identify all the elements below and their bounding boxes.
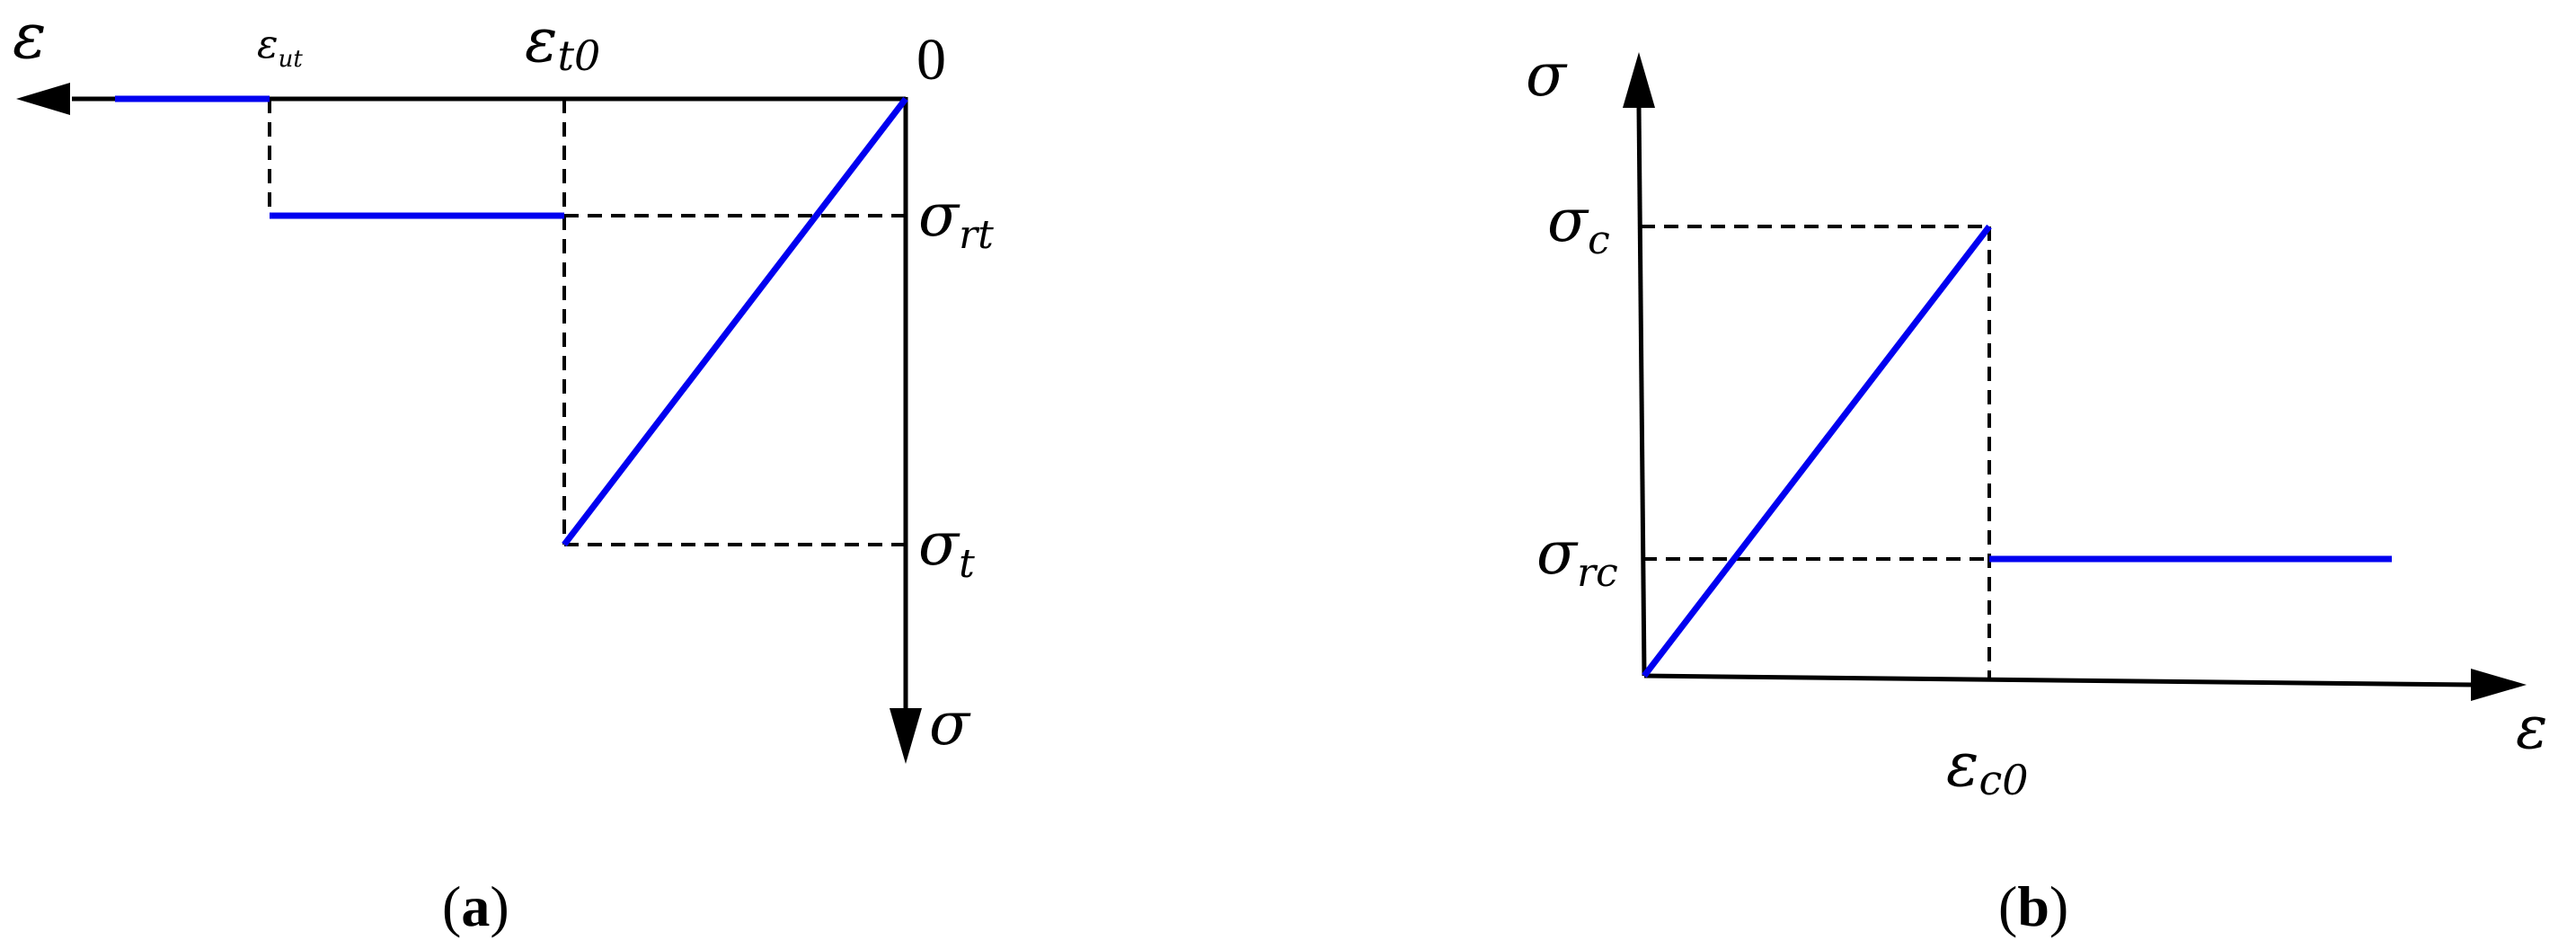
panel-a-stress-axis-label: σ	[929, 689, 971, 758]
panel-b-stress-axis-label: σ	[1526, 40, 1568, 110]
panel-a-label-sigma-rt: σrt	[918, 181, 994, 258]
panel-b-label-eps-c0: εc0	[1946, 730, 2029, 804]
panel-a-label-sigma-t: σt	[918, 510, 975, 587]
panel-b-compression-diagram: σ σc σrc εc0 ε (b)	[1526, 40, 2547, 938]
panel-b-strain-axis-arrowhead	[2471, 669, 2527, 701]
panel-a-strain-axis-label: ε	[13, 0, 47, 73]
panel-a-caption: (a)	[442, 874, 509, 938]
panel-b-caption: (b)	[1998, 874, 2068, 938]
panel-a-label-eps-ut: εut	[257, 22, 303, 73]
panel-b-strain-axis-label: ε	[2516, 693, 2547, 762]
panel-a-elastic-branch	[562, 96, 908, 547]
panel-b-label-sigma-c: σc	[1547, 186, 1610, 263]
panel-b-label-sigma-rc: σrc	[1536, 519, 1618, 596]
panel-a-tension-diagram: ε εut εt0 0 σrt σt σ (a)	[13, 0, 994, 938]
panel-a-stress-axis-arrowhead	[890, 708, 922, 764]
panel-b-stress-axis	[1636, 105, 1647, 677]
panel-a-strain-axis-arrowhead	[16, 83, 70, 115]
panel-b-elastic-branch	[1642, 224, 1992, 678]
panel-b-strain-axis	[1643, 673, 2474, 687]
panel-a-origin-label: 0	[916, 27, 946, 93]
panel-a-label-eps-t0: εt0	[525, 5, 600, 80]
panel-b-stress-axis-arrowhead	[1623, 52, 1655, 108]
